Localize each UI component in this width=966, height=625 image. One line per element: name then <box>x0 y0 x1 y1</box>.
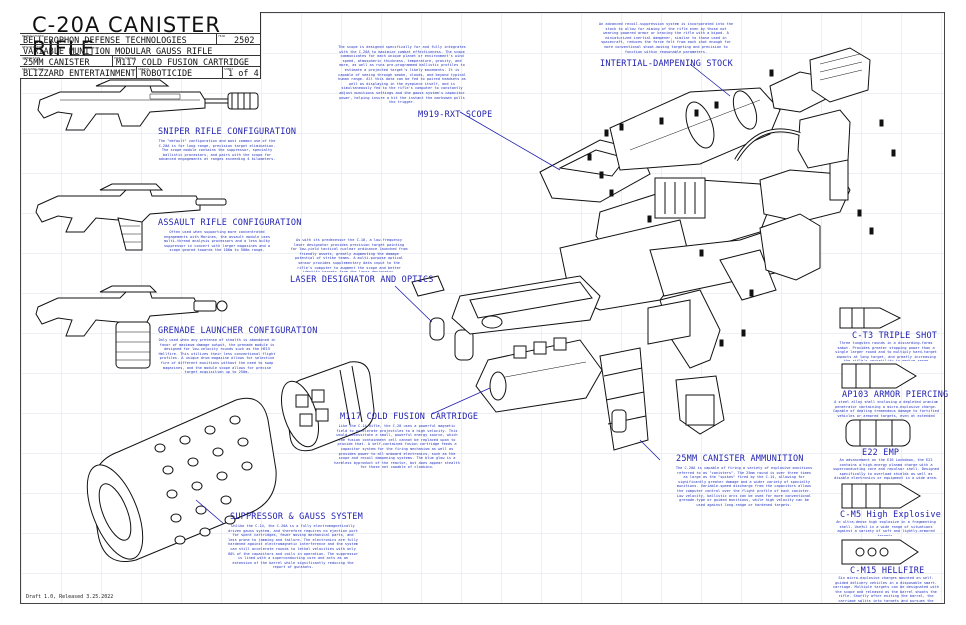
power-label: POWER SOURCE <box>114 56 136 60</box>
assault-config-text: Often used when supporting more concentr… <box>163 230 271 253</box>
title-row-manufacturer: MANUFACTURER BELLEROPHON DEFENSE TECHNOL… <box>20 33 260 46</box>
munition-name-2: E22 EMP <box>862 448 900 458</box>
stock-heading: INTERTIAL-DAMPENING STOCK <box>600 59 733 69</box>
title-block: C-20A CANISTER RIFLE MANUFACTURER BELLER… <box>20 12 261 79</box>
grip-illustration <box>648 290 724 434</box>
title-row-ammunition: AMMUNITION 25MM CANISTER POWER SOURCE M1… <box>20 55 260 68</box>
munition-text-3: An ultra-dense high explosive in a fragm… <box>836 520 936 536</box>
suppressor-text: Unlike the C-14, the C-20A is a fully el… <box>228 524 358 570</box>
stock-illustration <box>736 110 850 280</box>
leader-lines <box>196 64 730 524</box>
ammo-heading: 25MM CANISTER AMMUNITION <box>676 454 804 464</box>
ammunition-value: 25MM CANISTER <box>23 58 90 68</box>
stock-text: An advanced recoil-suppression system is… <box>598 22 734 54</box>
ammo-text: The C-20A is capable of firing a variety… <box>675 466 813 507</box>
munition-name-4: C-M15 HELLFIRE <box>850 566 925 576</box>
suppressor-heading: SUPPRESSOR & GAUSS SYSTEM <box>230 512 363 522</box>
munition-text-0: Three tungsten rounds in a discarding-fo… <box>835 341 937 361</box>
munition-name-1: AP103 ARMOR PIERCING <box>842 390 949 400</box>
title-row-description: DESCRIPTION VARIABLE MUNITION MODULAR GA… <box>20 44 260 57</box>
laser-text: As with its predecessor the C-10, a low-… <box>290 238 408 272</box>
sniper-config-text: The "default" configuration and most com… <box>158 139 276 162</box>
sheet-value: 1 of 4 <box>228 69 259 79</box>
munition-text-1: A steel alloy shell enclosing a depleted… <box>832 400 940 418</box>
sniper-rifle-illustration <box>38 80 258 130</box>
year-value: 2502 <box>234 36 255 46</box>
artist-label: ARTIST <box>138 67 149 71</box>
assault-config-heading: ASSAULT RIFLE CONFIGURATION <box>158 218 302 228</box>
power-value: M117 COLD FUSION CARTRIDGE <box>116 58 250 68</box>
designer-label: DESIGNED FOR <box>22 67 44 71</box>
artist-value: ROBOTICIDE <box>141 69 193 79</box>
description-label: DESCRIPTION <box>22 45 42 49</box>
grenade-config-heading: GRENADE LAUNCHER CONFIGURATION <box>158 326 318 336</box>
manufacturer-value: BELLEROPHON DEFENSE TECHNOLOGIES <box>23 36 187 46</box>
munition-ap103 <box>842 364 916 388</box>
grenade-launcher-illustration <box>36 286 227 368</box>
sheet-label: SHEET <box>224 67 234 71</box>
year-label: YEAR <box>218 34 226 38</box>
description-value: VARIABLE MUNITION MODULAR GAUSS RIFLE <box>23 47 213 57</box>
munition-c-t3 <box>840 308 900 328</box>
assault-rifle-illustration <box>36 184 226 250</box>
munition-c-m5 <box>842 484 920 508</box>
cartridge-text: Like the C-14 Rifle, the C-20 uses a pow… <box>334 424 460 468</box>
munition-text-4: Six micro-explosive charges mounted on s… <box>832 576 940 602</box>
ammunition-label: AMMUNITION <box>22 56 41 60</box>
scope-illustration <box>540 48 870 202</box>
scope-heading: M919-RXT SCOPE <box>418 110 493 120</box>
munition-c-m15 <box>842 540 918 564</box>
manufacturer-label: MANUFACTURER <box>22 34 44 38</box>
laser-heading: LASER DESIGNATOR AND OPTICS <box>290 275 434 285</box>
scope-text: The scope is designed specifically for a… <box>338 45 466 105</box>
munition-e22 <box>846 420 910 446</box>
footer-release: Draft 1.0, Released 3.25.2022 <box>26 594 114 600</box>
laser-rod-illustration <box>412 276 473 360</box>
munition-text-2: An advancement on the E16 Lockdown, the … <box>832 458 940 481</box>
grenade-config-text: Only used when any pretense of stealth i… <box>158 338 276 374</box>
cartridge-heading: M117 COLD FUSION CARTRIDGE <box>340 412 479 422</box>
cartridge-illustration <box>476 338 602 412</box>
munition-name-3: C-M5 High Explosive <box>840 510 942 520</box>
sniper-config-heading: SNIPER RIFLE CONFIGURATION <box>158 127 297 137</box>
suppressor-illustration <box>76 398 276 566</box>
munition-name-0: C-T3 TRIPLE SHOT <box>852 331 938 341</box>
designer-value: BLIZZARD ENTERTAINMENT <box>23 69 136 79</box>
title-row-designer: DESIGNED FOR BLIZZARD ENTERTAINMENT ARTI… <box>20 66 260 79</box>
magazine-illustration <box>600 348 648 450</box>
muzzle-brake-illustration <box>274 362 374 452</box>
screw-hardware <box>588 70 895 346</box>
